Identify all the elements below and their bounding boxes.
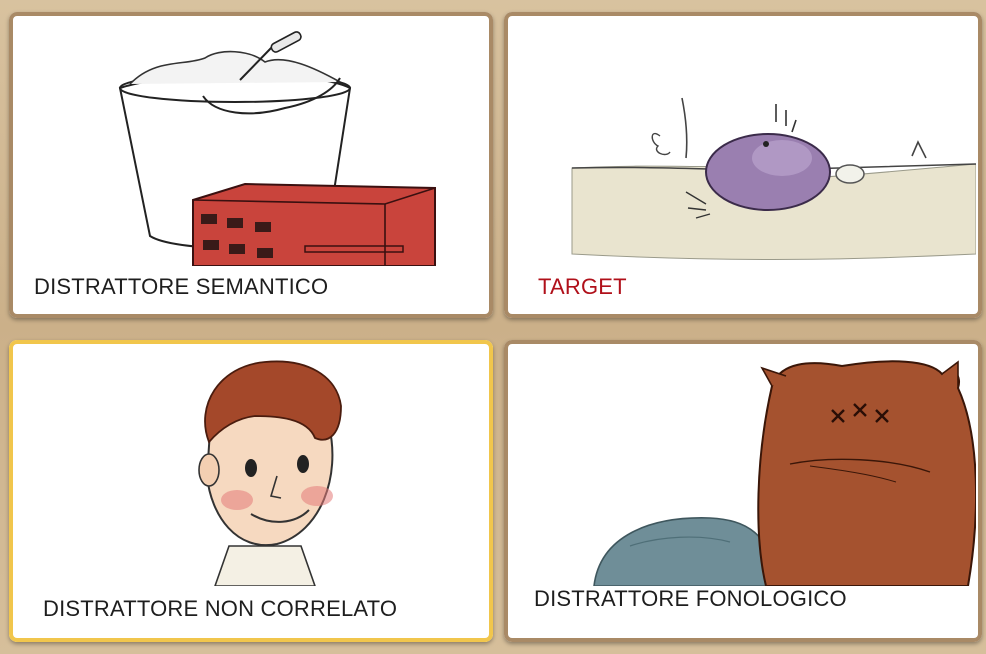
card-label: DISTRATTORE FONOLOGICO [534,586,847,611]
card-unrelated-distractor[interactable]: DISTRATTORE NON CORRELATO [9,340,493,642]
brick-shape [192,182,436,266]
mole-picture [571,97,976,260]
card-label: TARGET [538,274,627,299]
card-inner [15,346,487,636]
card-label: DISTRATTORE SEMANTICO [34,274,329,299]
card-inner [510,18,976,312]
card-semantic-distractor[interactable]: DISTRATTORE SEMANTICO [9,12,493,318]
card-target[interactable]: TARGET [504,12,982,318]
boy-face-picture [198,360,342,586]
card-inner [15,18,487,312]
owl-picture [593,360,976,586]
card-inner [510,346,976,636]
card-label: DISTRATTORE NON CORRELATO [43,596,398,621]
bucket-brick-picture [118,31,436,266]
card-phonological-distractor[interactable]: DISTRATTORE FONOLOGICO [504,340,982,642]
